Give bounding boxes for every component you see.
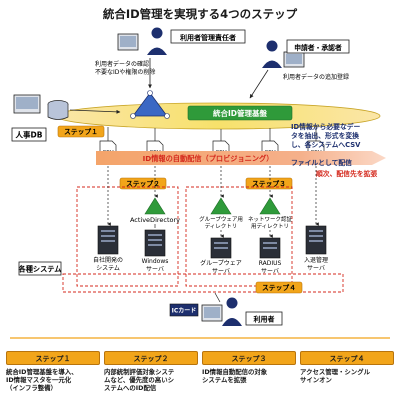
network-directory-icon — [259, 197, 281, 215]
step4-tag — [255, 281, 303, 294]
hr-db-label-box — [11, 127, 47, 142]
diagram-title: 統合ID管理を実現する4つのステップ — [103, 7, 298, 21]
hub-icon — [130, 90, 170, 119]
svg-text:サーバ: サーバ — [261, 268, 279, 275]
legend-step1-desc: 統合ID管理基盤を導入、 ID情報マスタを一元化 （インフラ整備） — [6, 368, 78, 393]
step3-dashed-group — [185, 186, 293, 287]
legend-step2-desc: 内部統制評価対象システ ムなど、優先度の高いシ ステムへのID配信 — [104, 368, 175, 393]
legend-step3-desc: ID情報自動配信の対象 システムを拡張 — [202, 368, 268, 385]
admin-actor: 利用者管理責任者 — [117, 27, 246, 55]
step4-tag-label: ステップ４ — [262, 283, 296, 292]
requester-label: 申請者・承認者 — [294, 43, 342, 52]
svg-text:自社開発の: 自社開発の — [93, 256, 123, 264]
expand-note: 順次、配信先を拡張 — [316, 169, 377, 178]
platform-label: 統合ID管理基盤 — [213, 108, 268, 118]
platform-label-box — [187, 105, 293, 121]
step3-tag — [245, 177, 293, 190]
server-groupware: グループウェア サーバ — [200, 237, 242, 275]
svg-text:システム: システム — [96, 265, 120, 272]
step2-dashed-group — [76, 186, 179, 287]
step1-tag-label: ステップ１ — [64, 127, 98, 136]
hr-db-label: 人事DB — [16, 130, 43, 140]
admin-note-2: 不要なIDや権限の削除 — [95, 68, 155, 76]
requester-actor: 申請者・承認者 — [262, 39, 350, 68]
provision-band — [96, 151, 386, 165]
legend-step4-title: ステップ４ — [300, 351, 394, 365]
step2-tag — [119, 177, 167, 190]
svg-text:RADIUS: RADIUS — [259, 260, 282, 267]
admin-note-1: 利用者データの確認 — [95, 60, 149, 68]
groupware-dir-label-2: ディレクトリ — [205, 222, 238, 230]
svg-text:ID情報から必要なデー: ID情報から必要なデー — [291, 122, 361, 131]
svg-text:Windows: Windows — [142, 258, 169, 265]
groupware-directory-icon — [210, 197, 232, 215]
svg-text:サーバ: サーバ — [146, 266, 164, 273]
legend-step2-title: ステップ２ — [104, 351, 198, 365]
server-windows: Windows サーバ — [142, 229, 169, 273]
admin-label: 利用者管理責任者 — [180, 33, 236, 42]
svg-text:ファイルとして配信: ファイルとして配信 — [291, 158, 352, 167]
systems-label: 各種システム — [18, 265, 62, 274]
ad-directory-icon — [144, 197, 166, 215]
requester-connector — [249, 69, 269, 99]
step2-tag-label: ステップ２ — [126, 179, 160, 188]
svg-text:タを抽出、形式を変換: タを抽出、形式を変換 — [291, 131, 359, 140]
legend-step4-desc: アクセス管理・シングル サインオン — [300, 368, 370, 385]
server-entry: 入退管理 サーバ — [304, 225, 328, 272]
svg-text:入退管理: 入退管理 — [304, 256, 328, 264]
hr-db-icon — [13, 94, 69, 120]
svg-text:サーバ: サーバ — [307, 265, 325, 272]
svg-text:サーバ: サーバ — [212, 268, 230, 275]
hr-db-connector — [69, 109, 121, 114]
groupware-dir-label-1: グループウェア用 — [199, 215, 243, 223]
step3-tag-label: ステップ３ — [252, 179, 286, 188]
systems-label-box — [18, 261, 62, 276]
legend-step1-title: ステップ１ — [6, 351, 100, 365]
platform-csv-connectors — [107, 126, 317, 141]
svg-text:グループウェア: グループウェア — [200, 259, 242, 267]
step4-dashed-group — [62, 273, 344, 293]
provision-label: ID情報の自動配信（プロビジョニング） — [143, 154, 274, 163]
server-in-house: 自社開発の システム — [93, 225, 123, 272]
user-actor: ICカード 利用者 — [169, 297, 283, 326]
ic-card-label: ICカード — [172, 308, 197, 315]
network-dir-label-1: ネットワーク認証 — [248, 215, 293, 223]
ad-label: ActiveDirectory — [130, 216, 180, 224]
user-label: 利用者 — [254, 315, 275, 324]
dashed-arrows — [107, 166, 319, 226]
step1-tag — [57, 125, 105, 138]
network-dir-label-2: 用ディレクトリ — [251, 222, 289, 230]
svg-text:し、各システムへCSV: し、各システムへCSV — [291, 140, 361, 149]
server-radius: RADIUS サーバ — [259, 237, 282, 275]
requester-note: 利用者データの追加登録 — [283, 73, 349, 81]
legend-step3-title: ステップ３ — [202, 351, 296, 365]
right-note: ID情報から必要なデー タを抽出、形式を変換 し、各システムへCSV ファイルと… — [291, 122, 361, 167]
